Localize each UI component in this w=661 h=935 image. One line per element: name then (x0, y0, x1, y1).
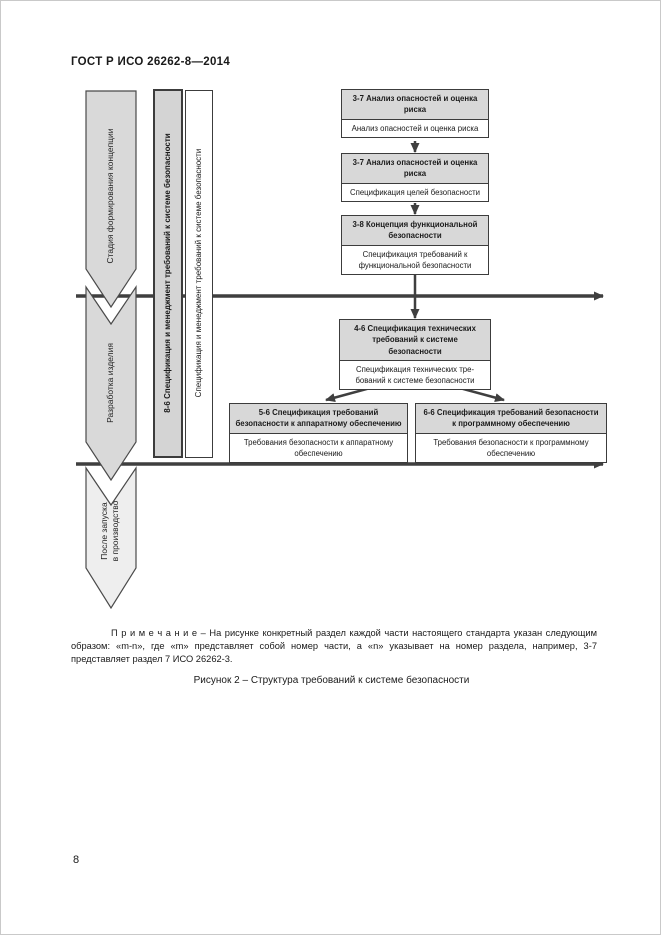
box-body: Спецификация технических тре- бований к … (355, 364, 475, 386)
phase-arrow-concept (85, 90, 137, 309)
box-technical-safety-requirements: 4-6 Спецификация технических требований … (339, 319, 491, 391)
phase-arrow-development (85, 285, 137, 482)
box-hazard-analysis-2: 3-7 Анализ опасностей и оценка риска Спе… (341, 153, 489, 202)
phase-arrow-production (85, 466, 137, 610)
document-number: ГОСТ Р ИСО 26262-8—2014 (71, 56, 231, 68)
box-hazard-analysis-1: 3-7 Анализ опасностей и оценка риска Ана… (341, 89, 489, 138)
figure-caption: Рисунок 2 – Структура требований к систе… (193, 675, 470, 686)
box-body: Анализ опасностей и оценка риска (351, 123, 479, 133)
requirements-bar-title-column (153, 89, 183, 458)
box-software-safety-requirements: 6-6 Спецификация требований безопасности… (415, 403, 607, 464)
box-header: 3-7 Анализ опасностей и оценка риска (342, 154, 488, 184)
box-functional-safety-concept: 3-8 Концепция функциональной безопасност… (341, 215, 489, 276)
box-header: 5-6 Спецификация требований безопасности… (230, 404, 407, 434)
phase-label-development: Разработка изделия (105, 343, 116, 423)
requirements-bar-subtitle-column (185, 90, 213, 458)
box-body: Спецификация целей безопасности (349, 187, 481, 197)
box-header: 3-7 Анализ опасностей и оценка риска (342, 90, 488, 120)
page-number: 8 (73, 854, 80, 866)
phase-label-production: После запуска в производство (98, 500, 120, 562)
figure-note: П р и м е ч а н и е – На рисунке конкрет… (71, 628, 597, 665)
box-body: Требования безопасности к аппаратному об… (243, 437, 394, 458)
box-header: 6-6 Спецификация требований безопасности… (416, 404, 606, 434)
box-header: 4-6 Спецификация технических требований … (340, 320, 490, 361)
box-header: 3-8 Концепция функциональной безопасност… (342, 216, 488, 246)
diagram-connector-layer (76, 90, 604, 610)
phase-label-concept: Стадия формирования концепции (105, 128, 116, 264)
box-body: Спецификация требований к функциональной… (358, 249, 472, 270)
box-hardware-safety-requirements: 5-6 Спецификация требований безопасности… (229, 403, 408, 464)
box-body: Требования безопасности к программному о… (433, 437, 589, 458)
